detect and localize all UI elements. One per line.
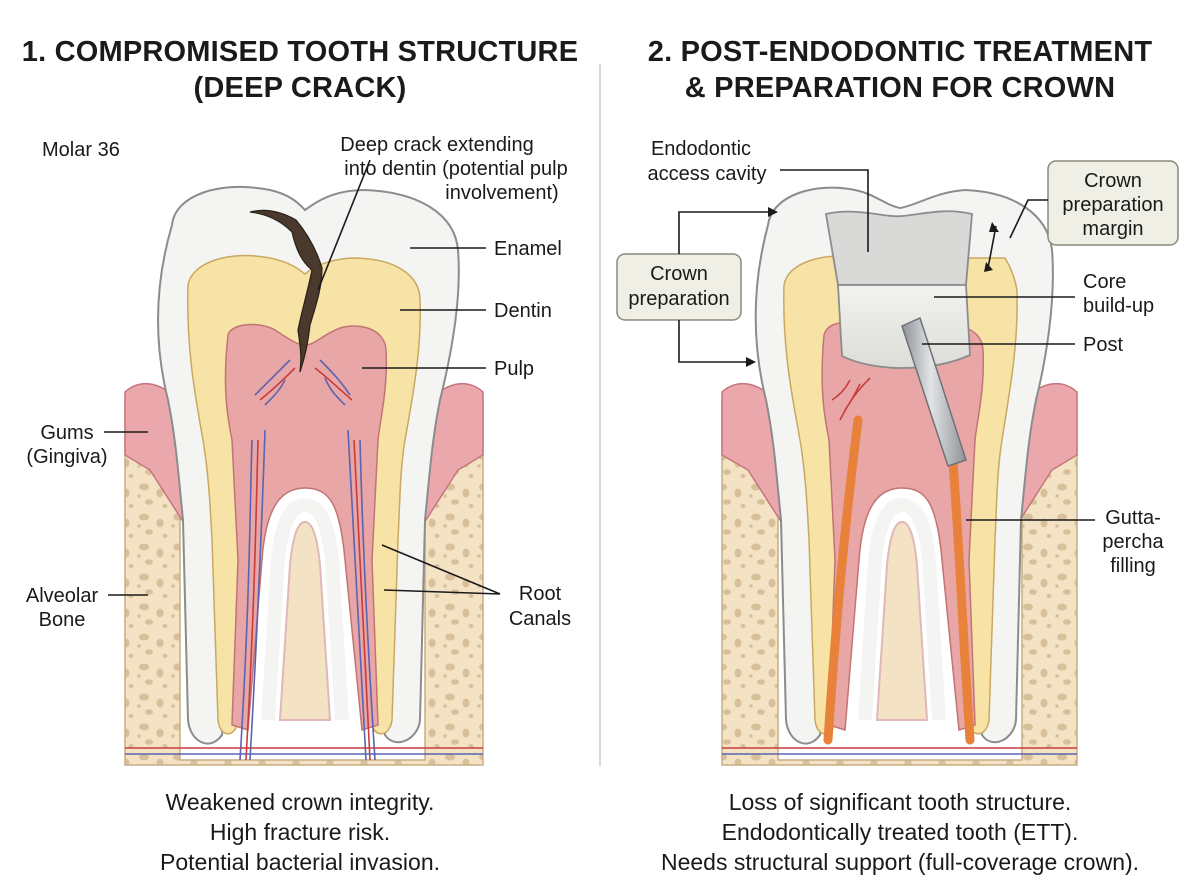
arteries	[245, 367, 371, 761]
gutta-percha-filling-left-canal	[823, 415, 863, 745]
margin-leader-line	[1009, 199, 1048, 239]
svg-text:Canals: Canals	[509, 608, 571, 630]
crack-leader-line	[317, 159, 371, 291]
inner-root-band	[261, 497, 349, 721]
svg-text:involvement): involvement)	[445, 182, 558, 204]
cracked-tooth-illustration	[124, 186, 484, 766]
panel-1-title: 1. COMPROMISED TOOTH STRUCTURE (DEEP CRA…	[21, 36, 579, 104]
dentin-label: Dentin	[400, 300, 552, 322]
treated-tooth-illustration	[721, 186, 1078, 766]
svg-text:Endodontic: Endodontic	[651, 138, 751, 160]
svg-text:preparation: preparation	[628, 288, 729, 310]
gums-label: Gums (Gingiva)	[26, 422, 148, 468]
panel-2-title: 2. POST-ENDODONTIC TREATMENT & PREPARATI…	[647, 36, 1153, 104]
svg-text:Core: Core	[1083, 271, 1126, 293]
svg-text:preparation: preparation	[1062, 194, 1163, 216]
deep-crack	[249, 209, 323, 373]
svg-text:Root: Root	[519, 583, 562, 605]
svg-text:Gutta-: Gutta-	[1105, 507, 1161, 529]
bone-label: Alveolar Bone	[26, 585, 148, 631]
svg-text:Enamel: Enamel	[494, 238, 562, 260]
enamel-label: Enamel	[410, 238, 562, 260]
root-canals-label: Root Canals	[381, 544, 571, 630]
margin-arrowheads	[984, 222, 999, 272]
panel-1-caption: Weakened crown integrity. High fracture …	[160, 789, 440, 875]
svg-text:access cavity: access cavity	[648, 163, 767, 185]
pulp-label: Pulp	[362, 358, 534, 380]
svg-text:Pulp: Pulp	[494, 358, 534, 380]
access-leader-line	[780, 169, 869, 252]
gutta-percha-filling-right-canal	[947, 445, 975, 745]
post-label: Post	[922, 334, 1123, 356]
crown-margin-callout: Crown preparation margin	[1009, 160, 1179, 246]
svg-text:margin: margin	[1082, 218, 1143, 240]
pulp-chamber	[224, 323, 388, 731]
crown-prep-arrowhead-bottom	[746, 357, 756, 367]
tooth-id-label: Molar 36	[42, 139, 120, 161]
svg-text:percha: percha	[1102, 531, 1164, 553]
svg-text:filling: filling	[1110, 555, 1156, 577]
svg-text:Alveolar: Alveolar	[26, 585, 99, 607]
svg-text:Crown: Crown	[650, 263, 708, 285]
margin-callout-box	[1047, 160, 1179, 246]
crown-prep-leader-bottom	[678, 320, 746, 363]
panel-divider	[599, 64, 601, 766]
post	[901, 316, 967, 467]
inner-root-dentin-right	[875, 520, 929, 721]
access-cavity-label: Endodontic access cavity	[648, 138, 869, 252]
panel-2-caption: Loss of significant tooth structure. End…	[660, 789, 1140, 875]
core-build-up-label: Core build-up	[934, 271, 1154, 317]
svg-text:(Gingiva): (Gingiva)	[26, 446, 107, 468]
root-canals-leader-line	[381, 544, 501, 595]
svg-text:Gums: Gums	[40, 422, 93, 444]
crown-preparation-callout: Crown preparation	[616, 207, 778, 367]
access-cavity	[824, 210, 973, 286]
blood-vessels	[239, 359, 376, 761]
margin-arrow	[987, 225, 997, 269]
inner-root-dentin	[278, 520, 332, 721]
residual-vessels	[831, 377, 871, 421]
crown-prep-arrowhead-top	[768, 207, 778, 217]
crack-label: Deep crack extending into dentin (potent…	[317, 134, 568, 291]
svg-text:Bone: Bone	[39, 609, 86, 631]
crown-prep-leader-top	[678, 211, 768, 254]
svg-text:into dentin (potential pulp: into dentin (potential pulp	[344, 158, 568, 180]
svg-text:Post: Post	[1083, 334, 1123, 356]
svg-text:Deep crack extending: Deep crack extending	[340, 134, 533, 156]
svg-text:Dentin: Dentin	[494, 300, 552, 322]
gutta-percha-label: Gutta- percha filling	[966, 507, 1164, 577]
svg-text:build-up: build-up	[1083, 295, 1154, 317]
svg-text:Crown: Crown	[1084, 170, 1142, 192]
inner-root-band-right	[858, 497, 946, 721]
